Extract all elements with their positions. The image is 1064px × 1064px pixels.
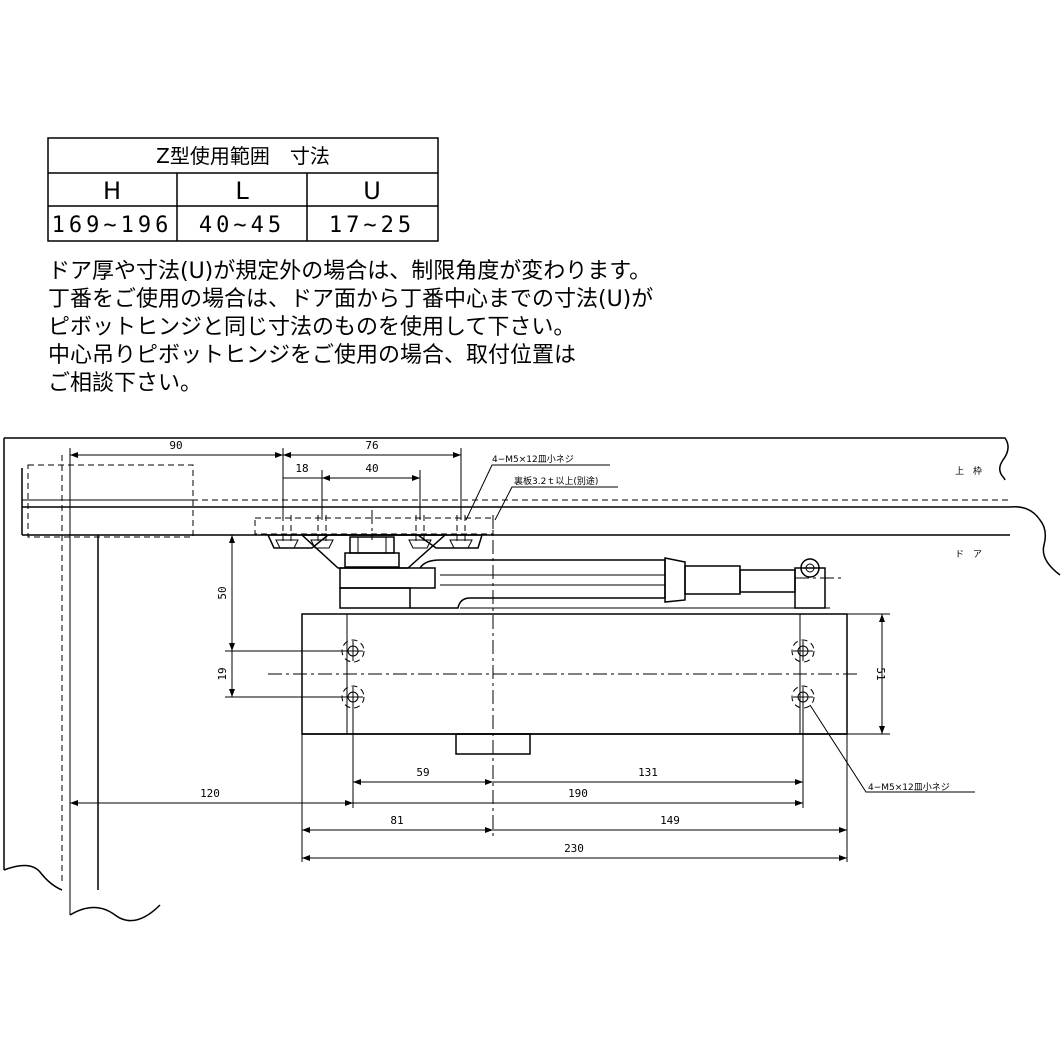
body-screw-top-left bbox=[341, 639, 365, 663]
dim-50: 50 bbox=[216, 586, 229, 599]
body-screw-top-right bbox=[791, 639, 815, 663]
bracket-screw-2 bbox=[310, 515, 334, 549]
body-screw-bottom-left bbox=[341, 685, 365, 709]
bracket-screw-4 bbox=[449, 515, 473, 549]
table-value-h: 169~196 bbox=[52, 213, 173, 238]
table-value-u: 17~25 bbox=[329, 213, 415, 238]
usage-range-table: Z型使用範囲 寸法 H L U 169~196 40~45 17~25 bbox=[47, 137, 439, 242]
note-line-3: ピボットヒンジと同じ寸法のものを使用して下さい。 bbox=[48, 315, 575, 340]
table-header-l: L bbox=[235, 177, 249, 205]
part-labels: 4−M5×12皿小ネジ 裏板3.2ｔ以上(別途) 上 枠 ド ア 4−M5×12… bbox=[492, 454, 982, 793]
label-screw-body: 4−M5×12皿小ネジ bbox=[868, 782, 950, 793]
table-header-u: U bbox=[363, 177, 381, 205]
dim-149: 149 bbox=[660, 814, 680, 827]
note-line-2: 丁番をご使用の場合は、ドア面から丁番中心までの寸法(U)が bbox=[48, 287, 653, 312]
frame-and-door bbox=[3, 437, 1061, 922]
table-header-h: H bbox=[103, 177, 121, 205]
dim-120: 120 bbox=[200, 787, 220, 800]
dim-131: 131 bbox=[638, 766, 658, 779]
body-screw-bottom-right bbox=[791, 685, 815, 709]
dim-51: 51 bbox=[874, 667, 887, 680]
label-door: ド ア bbox=[955, 550, 982, 560]
dimension-lines bbox=[69, 448, 975, 862]
note-line-4: 中心吊りピボットヒンジをご使用の場合、取付位置は bbox=[48, 343, 576, 368]
dim-40: 40 bbox=[365, 462, 378, 475]
label-backing-plate: 裏板3.2ｔ以上(別途) bbox=[514, 475, 598, 487]
dim-190: 190 bbox=[568, 787, 588, 800]
dim-90: 90 bbox=[169, 439, 182, 452]
dim-76: 76 bbox=[365, 439, 378, 452]
dim-59: 59 bbox=[416, 766, 429, 779]
dimension-arrows bbox=[70, 452, 885, 861]
dim-19: 19 bbox=[216, 667, 229, 680]
note-line-5: ご相談下さい。 bbox=[48, 371, 202, 396]
closer-body bbox=[268, 613, 860, 755]
dimension-values: 90 76 18 40 50 19 51 59 131 120 190 81 1… bbox=[169, 439, 887, 855]
bracket-screw-3 bbox=[408, 515, 432, 549]
label-screw-top: 4−M5×12皿小ネジ bbox=[492, 454, 574, 465]
table-value-l: 40~45 bbox=[199, 213, 285, 238]
dim-230: 230 bbox=[564, 842, 584, 855]
table-title: Z型使用範囲 寸法 bbox=[156, 144, 330, 168]
notes: ドア厚や寸法(U)が規定外の場合は、制限角度が変わります。 丁番をご使用の場合は… bbox=[48, 259, 653, 396]
dim-81: 81 bbox=[390, 814, 403, 827]
dim-18: 18 bbox=[295, 462, 308, 475]
note-line-1: ドア厚や寸法(U)が規定外の場合は、制限角度が変わります。 bbox=[48, 259, 651, 284]
closer-arm bbox=[339, 557, 842, 609]
label-frame: 上 枠 bbox=[955, 465, 982, 477]
bracket-screw-1 bbox=[275, 515, 299, 549]
